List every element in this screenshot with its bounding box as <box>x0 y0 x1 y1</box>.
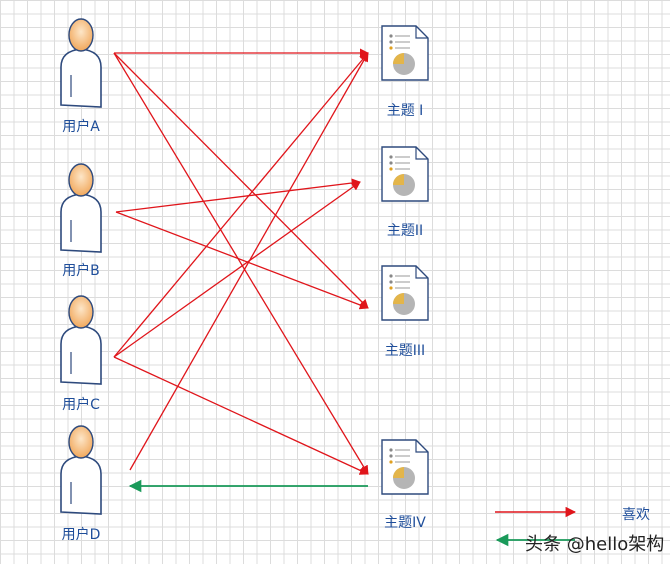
topic-label-iii: 主题III <box>384 343 426 359</box>
like-arrow-c-i <box>113 52 369 358</box>
like-arrow-b-ii <box>115 178 361 213</box>
topic-ii-document-icon <box>381 146 429 202</box>
like-arrow-c-ii <box>113 181 361 358</box>
legend-like-label: 喜欢 <box>622 507 650 523</box>
user-b-icon <box>60 163 102 253</box>
topic-i-document-icon <box>381 25 429 81</box>
user-label-a: 用户A <box>62 119 100 135</box>
topic-label-iv: 主题IV <box>384 515 426 531</box>
user-a-icon <box>60 18 102 108</box>
topic-label-i: 主题 I <box>386 103 424 119</box>
like-arrow-a-iv <box>113 52 369 475</box>
user-label-c: 用户C <box>62 397 100 413</box>
watermark: 头条 @hello架构 <box>525 534 665 555</box>
like-arrow-a-iii <box>113 52 369 309</box>
user-label-b: 用户B <box>62 263 100 279</box>
user-d-icon <box>60 425 102 515</box>
user-c-icon <box>60 295 102 385</box>
like-arrow-b-iii <box>115 211 369 310</box>
topic-iv-document-icon <box>381 439 429 495</box>
topic-iii-document-icon <box>381 265 429 321</box>
user-label-d: 用户D <box>61 527 101 543</box>
like-arrow-c-iv <box>113 356 369 475</box>
like-arrow-d-i <box>129 52 369 471</box>
topic-label-ii: 主题II <box>386 223 424 239</box>
